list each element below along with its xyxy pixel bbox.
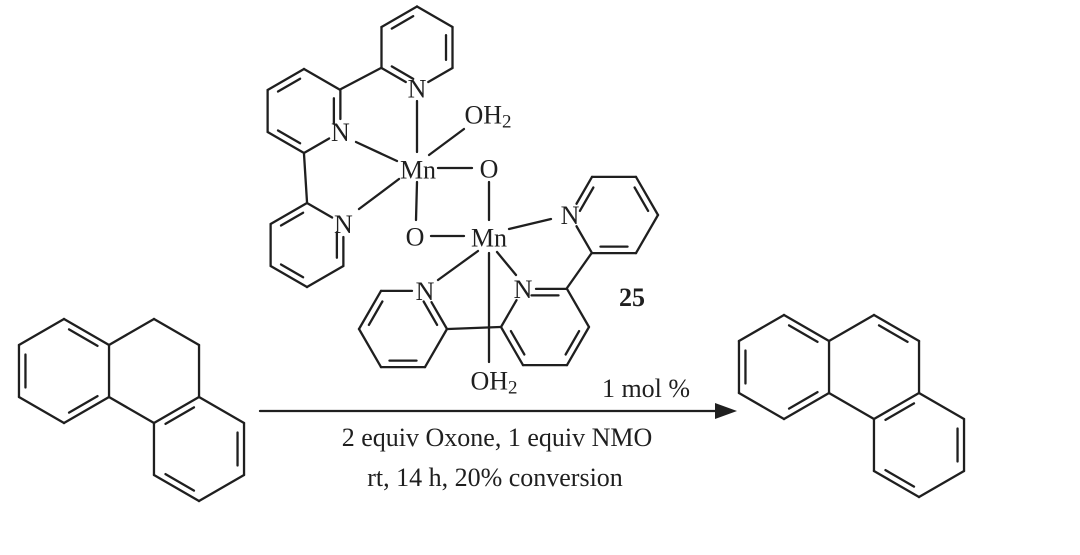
product-ring-left-edge (782, 313, 831, 343)
terpy1-bottom-pyridine-edge (305, 201, 334, 219)
reactant-ring-left-edge (17, 317, 66, 347)
terpy1-middle-pyridine-edge (302, 137, 331, 155)
reactant-ring-right-double-bond-inner (164, 472, 196, 492)
terpy1-middle-pyridine-edge (302, 67, 342, 92)
product-ring-left-edge (737, 391, 786, 421)
mn2-label: Mn (471, 223, 507, 252)
aqua1-label: OH2 (464, 100, 511, 132)
terpy1-top-pyridine-nitrogen-label: N (408, 75, 427, 104)
terpy2-middle-pyridine-double-bond-inner (509, 329, 526, 356)
reagents-label: 2 equiv Oxone, 1 equiv NMO (341, 423, 653, 452)
terpy1-top-pyridine-double-bond-inner (390, 65, 415, 80)
terpy1-middle-pyridine-nitrogen-label: N (331, 118, 350, 147)
catalyst-number-label: 25 (619, 283, 645, 312)
bond-mn2-n-right (507, 217, 553, 231)
reactant-ring-left-edge (62, 395, 111, 425)
product-ring-right-double-bond-inner (884, 468, 916, 488)
reactant-ring-central-edge (107, 317, 156, 347)
product-ring-right-double-bond-inner (884, 402, 916, 422)
terpy2-middle-pyridine-edge (565, 325, 591, 367)
product-ring-right-edge (917, 391, 966, 421)
terpy2-right-pyridine-edge (575, 175, 594, 205)
oxo1-label: O (480, 154, 499, 183)
terpy1-bottom-pyridine-edge (269, 264, 309, 289)
terpy2-left-pyridine-nitrogen-label: N (416, 277, 435, 306)
product-ring-left-double-bond-inner (787, 324, 819, 344)
terpy2-right-pyridine-edge (634, 213, 660, 255)
bond-ring-b-c (302, 152, 309, 204)
terpy2-left-pyridine-edge (423, 327, 449, 369)
reactant-ring-left-edge (17, 395, 66, 425)
product-ring-central-edge (872, 313, 921, 343)
mn1-label: Mn (400, 155, 436, 184)
reactant-ring-right-edge (152, 395, 201, 425)
reaction-conditions-label: rt, 14 h, 20% conversion (367, 463, 623, 492)
terpy2-middle-pyridine-edge (499, 325, 525, 367)
terpy2-right-pyridine-double-bond-inner (578, 186, 595, 213)
oxo2-label: O (406, 222, 425, 251)
bond-n-mn1-upleft (354, 140, 399, 163)
bond-n-mn1-downleft (357, 177, 401, 211)
aqua2-label: OH2 (470, 366, 517, 398)
terpy2-left-pyridine-double-bond-inner (422, 300, 439, 327)
product-ring-left-edge (782, 391, 831, 421)
terpy2-right-pyridine-edge (634, 175, 660, 217)
terpy2-middle-pyridine-nitrogen-label: N (514, 275, 533, 304)
terpy1-bottom-pyridine-edge (305, 264, 345, 289)
product-ring-left-edge (737, 313, 786, 343)
reactant-ring-right-double-bond-inner (164, 406, 196, 426)
product-ring-central-double-bond-inner (877, 324, 909, 344)
terpy1-bottom-pyridine-edge (269, 201, 309, 226)
product-ring-right-edge (917, 469, 966, 499)
terpy1-middle-pyridine-edge (266, 130, 306, 155)
terpy1-top-pyridine-double-bond-inner (390, 15, 415, 30)
terpy1-top-pyridine-edge (380, 66, 407, 84)
reactant-ring-right-edge (197, 395, 246, 425)
terpy2-left-pyridine-edge (430, 301, 449, 331)
terpy1-bottom-pyridine-double-bond-inner (279, 263, 305, 279)
bond-ring-d-f (565, 252, 593, 290)
terpy2-middle-pyridine-double-bond-inner (564, 329, 581, 356)
bond-mn2-n-mid (495, 250, 518, 277)
terpy1-bottom-pyridine-nitrogen-label: N (334, 210, 353, 239)
reactant-ring-left-edge (62, 317, 111, 347)
terpy2-right-pyridine-double-bond-inner (633, 186, 650, 213)
terpy1-top-pyridine-edge (380, 5, 419, 29)
reactant-ring-central-edge (107, 395, 156, 425)
terpy1-middle-pyridine-double-bond-inner (276, 77, 302, 93)
terpy1-bottom-pyridine-double-bond-inner (279, 211, 305, 227)
product-ring-right-edge (872, 391, 921, 421)
bond-mn1-oxo2 (414, 180, 419, 222)
product-ring-central-edge (827, 391, 876, 421)
reactant-ring-right-edge (197, 473, 246, 503)
bond-mn2-n-left (436, 249, 480, 282)
terpy2-right-pyridine-edge (575, 225, 594, 255)
terpy2-middle-pyridine-edge (499, 299, 518, 329)
terpy2-left-pyridine-edge (357, 289, 383, 331)
product-ring-central-edge (827, 313, 876, 343)
reaction-arrow-head (715, 403, 737, 419)
terpy1-top-pyridine-edge (415, 5, 454, 29)
terpy1-top-pyridine-edge (427, 66, 454, 84)
terpy2-left-pyridine-edge (357, 327, 383, 369)
bond-mn1-aqua (427, 127, 466, 157)
reactant-ring-right-edge (152, 473, 201, 503)
terpy2-middle-pyridine-edge (565, 287, 591, 329)
terpy2-right-pyridine-nitrogen-label: N (561, 201, 580, 230)
reactant-ring-left-double-bond-inner (67, 328, 99, 348)
bond-biaryl (446, 325, 502, 331)
terpy1-middle-pyridine-double-bond-inner (276, 129, 302, 145)
terpy1-middle-pyridine-edge (266, 67, 306, 92)
bond-ring-a-b (339, 66, 383, 91)
terpy2-left-pyridine-double-bond-inner (367, 300, 384, 327)
catalyst-loading-label: 1 mol % (601, 374, 691, 403)
product-ring-left-double-bond-inner (787, 390, 819, 410)
reactant-ring-central-edge (152, 317, 201, 347)
reactant-ring-left-double-bond-inner (67, 394, 99, 414)
product-ring-right-edge (872, 469, 921, 499)
